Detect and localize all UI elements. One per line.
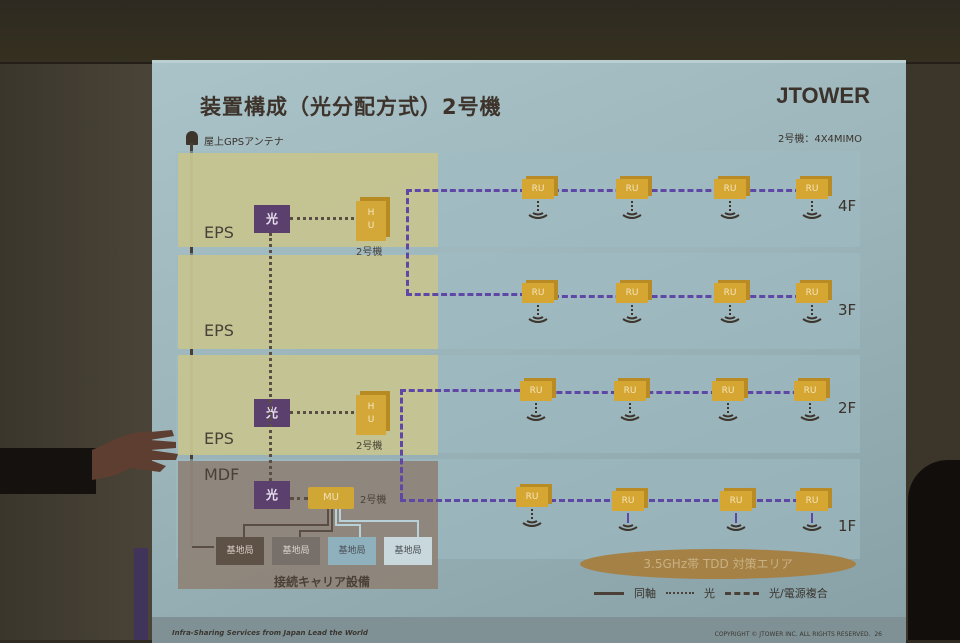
ru-unit: RU (616, 179, 648, 199)
footer-tagline: Infra-Sharing Services from Japan Lead t… (172, 629, 368, 637)
ru-unit: RU (522, 179, 554, 199)
legend-optical-swatch (666, 592, 694, 594)
legend-coax-label: 同軸 (634, 587, 656, 600)
hybrid-line-1f (514, 499, 826, 502)
hybrid-line-3f (526, 295, 828, 298)
carrier-equipment-label: 接続キャリア設備 (274, 575, 371, 589)
optical-link-hu-2f (290, 411, 354, 414)
optical-node-2f: 光 (254, 399, 290, 427)
shaft-label-2f: EPS (204, 429, 234, 448)
footer-copyright: COPYRIGHT © JTOWER INC. ALL RIGHTS RESER… (715, 631, 882, 638)
hu-label-u: U (367, 221, 375, 231)
presenter-hand (0, 430, 178, 494)
ru-unit: RU (714, 179, 746, 199)
coverage-area-badge: 3.5GHz帯 TDD 対策エリア (580, 549, 856, 579)
ru-unit: RU (614, 381, 646, 401)
gps-antenna-icon (186, 131, 198, 145)
podium-strip (134, 548, 148, 640)
floor-label-2f: 2F (838, 399, 857, 417)
model-note: 2号機：4X4MIMO (777, 134, 862, 145)
legend: 同軸 光 光/電源複合 (594, 585, 828, 601)
hybrid-line-2f-start (400, 389, 520, 392)
ru-unit: RU (714, 283, 746, 303)
floor-label-3f: 3F (838, 301, 857, 319)
legend-hybrid-label: 光/電源複合 (769, 587, 828, 600)
brand-logo: JTOWER (776, 83, 870, 108)
ru-unit-stacked: RU (612, 481, 654, 511)
copyright-text: COPYRIGHT © JTOWER INC. ALL RIGHTS RESER… (714, 631, 871, 638)
ru-unit: RU (712, 381, 744, 401)
slide-footer: Infra-Sharing Services from Japan Lead t… (152, 617, 906, 643)
shaft-label-3f: EPS (204, 321, 234, 340)
ru-unit-stacked: RU (720, 481, 762, 511)
gps-antenna-label: 屋上GPSアンテナ (204, 137, 284, 148)
base-station-2: 基地局 (272, 537, 320, 565)
ru-unit: RU (516, 487, 548, 507)
hu-label-h: H (367, 402, 375, 412)
ru-unit: RU (520, 381, 552, 401)
mu-unit: MU (308, 487, 354, 509)
hybrid-trunk-4f-3f (406, 189, 409, 295)
hybrid-line-4f-start (406, 189, 526, 192)
wall-background (0, 0, 960, 62)
shaft-label-4f: EPS (204, 223, 234, 242)
hu-caption-4f: 2号機 (356, 247, 383, 258)
base-station-3: 基地局 (328, 537, 376, 565)
optical-link-hu-4f (290, 217, 354, 220)
optical-node-4f: 光 (254, 205, 290, 233)
hu-label-h: H (367, 208, 375, 218)
ru-unit: RU (616, 283, 648, 303)
page-number: 26 (874, 631, 882, 638)
hybrid-line-4f (526, 189, 828, 192)
ru-unit: RU (796, 179, 828, 199)
hybrid-line-3f-start (406, 293, 526, 296)
legend-hybrid-swatch (725, 591, 759, 595)
floor-label-4f: 4F (838, 197, 857, 215)
optical-link-mu (290, 497, 308, 500)
base-station-1: 基地局 (216, 537, 264, 565)
wall-left (0, 64, 152, 640)
shaft-label-1f: MDF (204, 465, 240, 484)
hu-label-u: U (367, 415, 375, 425)
ru-unit: RU (796, 283, 828, 303)
ru-unit: RU (794, 381, 826, 401)
projected-slide: 装置構成（光分配方式）2号機 JTOWER 2号機：4X4MIMO 屋上GPSア… (152, 60, 906, 643)
hybrid-trunk-2f-1f (400, 389, 403, 499)
eps-shaft-3f (178, 255, 438, 349)
ru-unit: RU (522, 283, 554, 303)
audience-person (908, 460, 960, 640)
eps-shaft-2f (178, 355, 438, 455)
optical-node-1f: 光 (254, 481, 290, 509)
eps-shaft-4f (178, 153, 438, 247)
hybrid-line-1f-start (400, 499, 514, 502)
hybrid-line-2f (520, 391, 826, 394)
base-station-4: 基地局 (384, 537, 432, 565)
floor-label-1f: 1F (838, 517, 857, 535)
legend-optical-label: 光 (704, 587, 715, 600)
slide-title: 装置構成（光分配方式）2号機 (200, 95, 502, 119)
hu-caption-2f: 2号機 (356, 441, 383, 452)
legend-coax-swatch (594, 591, 624, 595)
mu-caption: 2号機 (360, 495, 387, 506)
ru-unit-stacked: RU (796, 481, 838, 511)
optical-riser-line (269, 233, 272, 481)
